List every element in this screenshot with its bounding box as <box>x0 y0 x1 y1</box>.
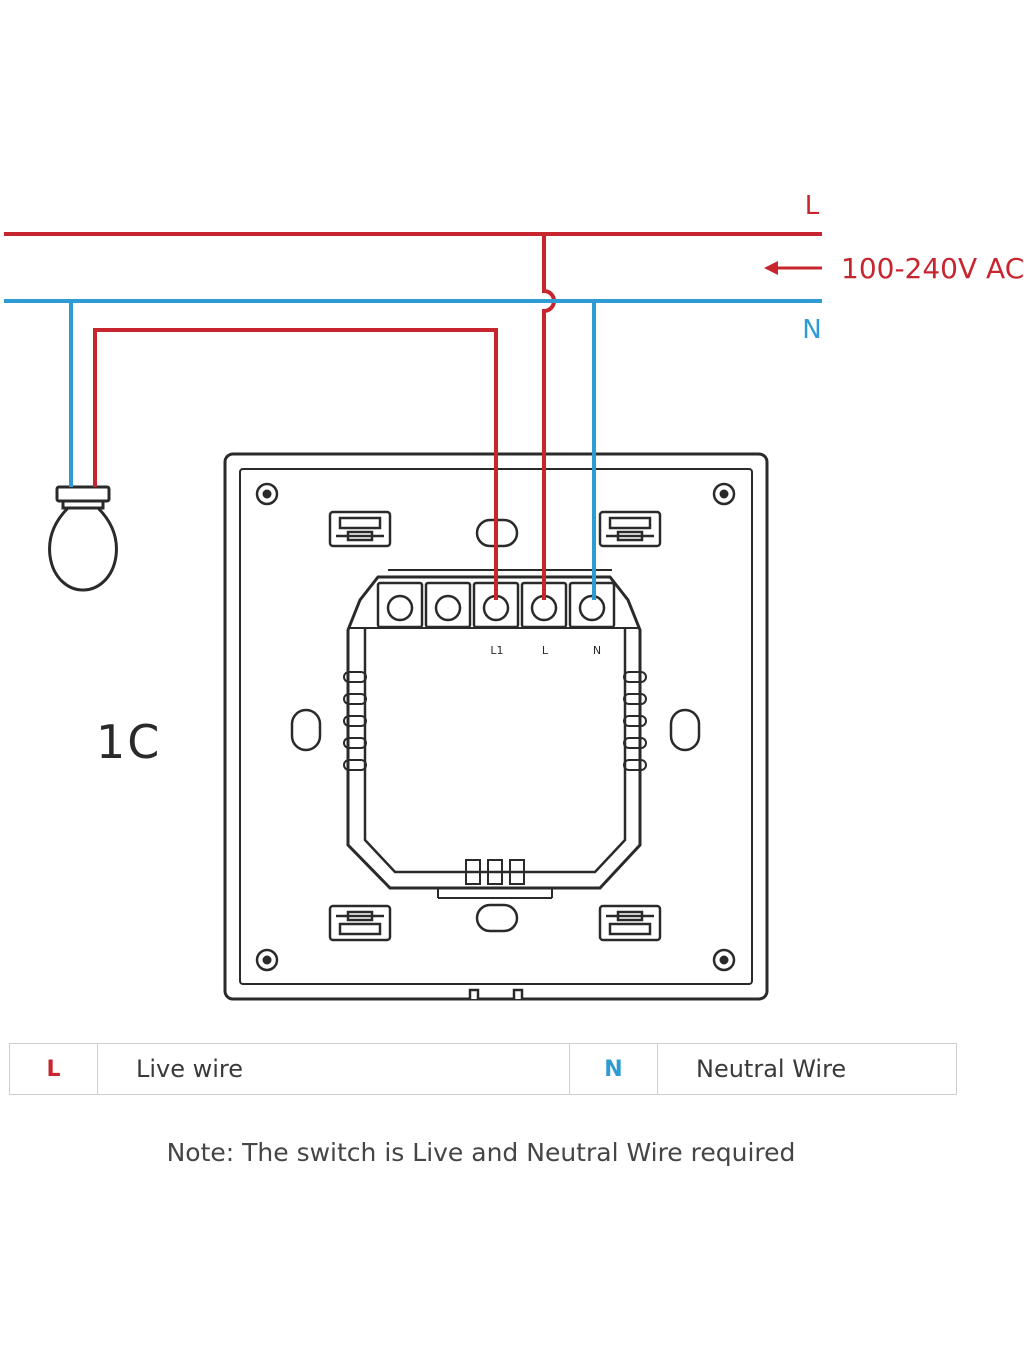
terminal-screw <box>434 594 462 622</box>
supply-arrow-icon <box>764 261 822 275</box>
corner-screws <box>255 482 736 972</box>
live-wire <box>4 232 822 600</box>
light-bulb-icon <box>48 485 118 592</box>
terminal-label-l1: L1 <box>490 644 503 657</box>
legend-live-description: Live wire <box>98 1044 570 1094</box>
legend-neutral-description: Neutral Wire <box>696 1055 847 1083</box>
wire-legend-table: L Live wire N Neutral Wire <box>9 1043 957 1095</box>
live-wire-label: L <box>805 191 820 221</box>
model-label: 1C <box>96 715 161 769</box>
supply-voltage-label: 100-240V AC <box>841 252 1024 285</box>
wiring-note: Note: The switch is Live and Neutral Wir… <box>166 1138 796 1167</box>
neutral-wire <box>4 299 822 600</box>
mounting-clips <box>328 510 662 942</box>
terminal-label-l: L <box>542 644 549 657</box>
legend-neutral-key: N <box>570 1044 658 1094</box>
relay-module <box>343 575 647 899</box>
neutral-wire-label: N <box>802 315 821 345</box>
terminal-label-n: N <box>593 644 601 657</box>
terminal-screw <box>386 594 414 622</box>
legend-live-key: L <box>10 1044 98 1094</box>
